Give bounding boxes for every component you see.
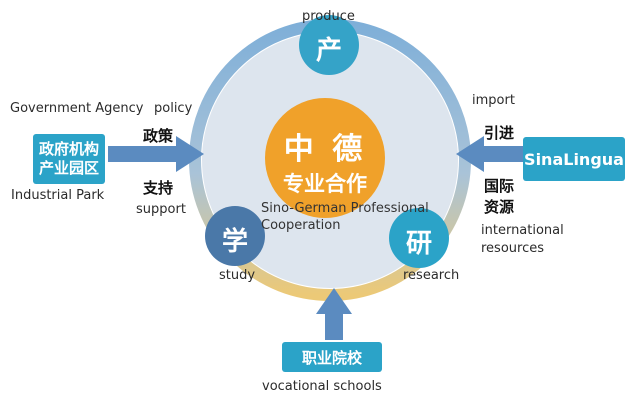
center-subtitle-en: Sino-German Professional Cooperation	[261, 201, 429, 233]
produce-node-label: 产	[315, 36, 342, 66]
right-arrow	[456, 136, 530, 172]
study-label: study	[219, 268, 256, 283]
research-label: research	[403, 268, 460, 283]
produce-label: produce	[302, 9, 355, 24]
policy-cn-label: 政策	[143, 127, 174, 145]
bottom-arrow	[316, 288, 352, 340]
study-node	[205, 206, 265, 266]
industrial-park-label: Industrial Park	[11, 188, 105, 203]
vocational-schools-label: vocational schools	[262, 379, 382, 394]
vocational-schools-box: 职业院校	[282, 342, 382, 372]
policy-label: policy	[154, 101, 193, 116]
import-cn-label: 引进	[484, 124, 515, 142]
international-resources-label: international resources	[481, 223, 564, 256]
study-node-label: 学	[221, 227, 248, 257]
produce-node	[299, 15, 359, 75]
international-resources-cn-label: 国际 资源	[484, 177, 515, 216]
support-cn-label: 支持	[143, 179, 174, 197]
center-circle	[265, 98, 385, 218]
center-subtitle-cn: 专业合作	[283, 172, 367, 196]
government-agency-label: Government Agency	[10, 101, 144, 116]
research-node	[389, 208, 449, 268]
left-arrow	[108, 136, 204, 172]
government-industrial-box-text: 政府机构 产业园区	[38, 140, 99, 177]
center-title: 中 德	[283, 132, 367, 167]
sinalingua-box: SinaLingua	[523, 137, 625, 181]
research-node-label: 研	[405, 229, 432, 259]
import-label: import	[472, 93, 515, 108]
support-label: support	[136, 202, 186, 217]
government-industrial-box: 政府机构 产业园区	[33, 134, 105, 184]
